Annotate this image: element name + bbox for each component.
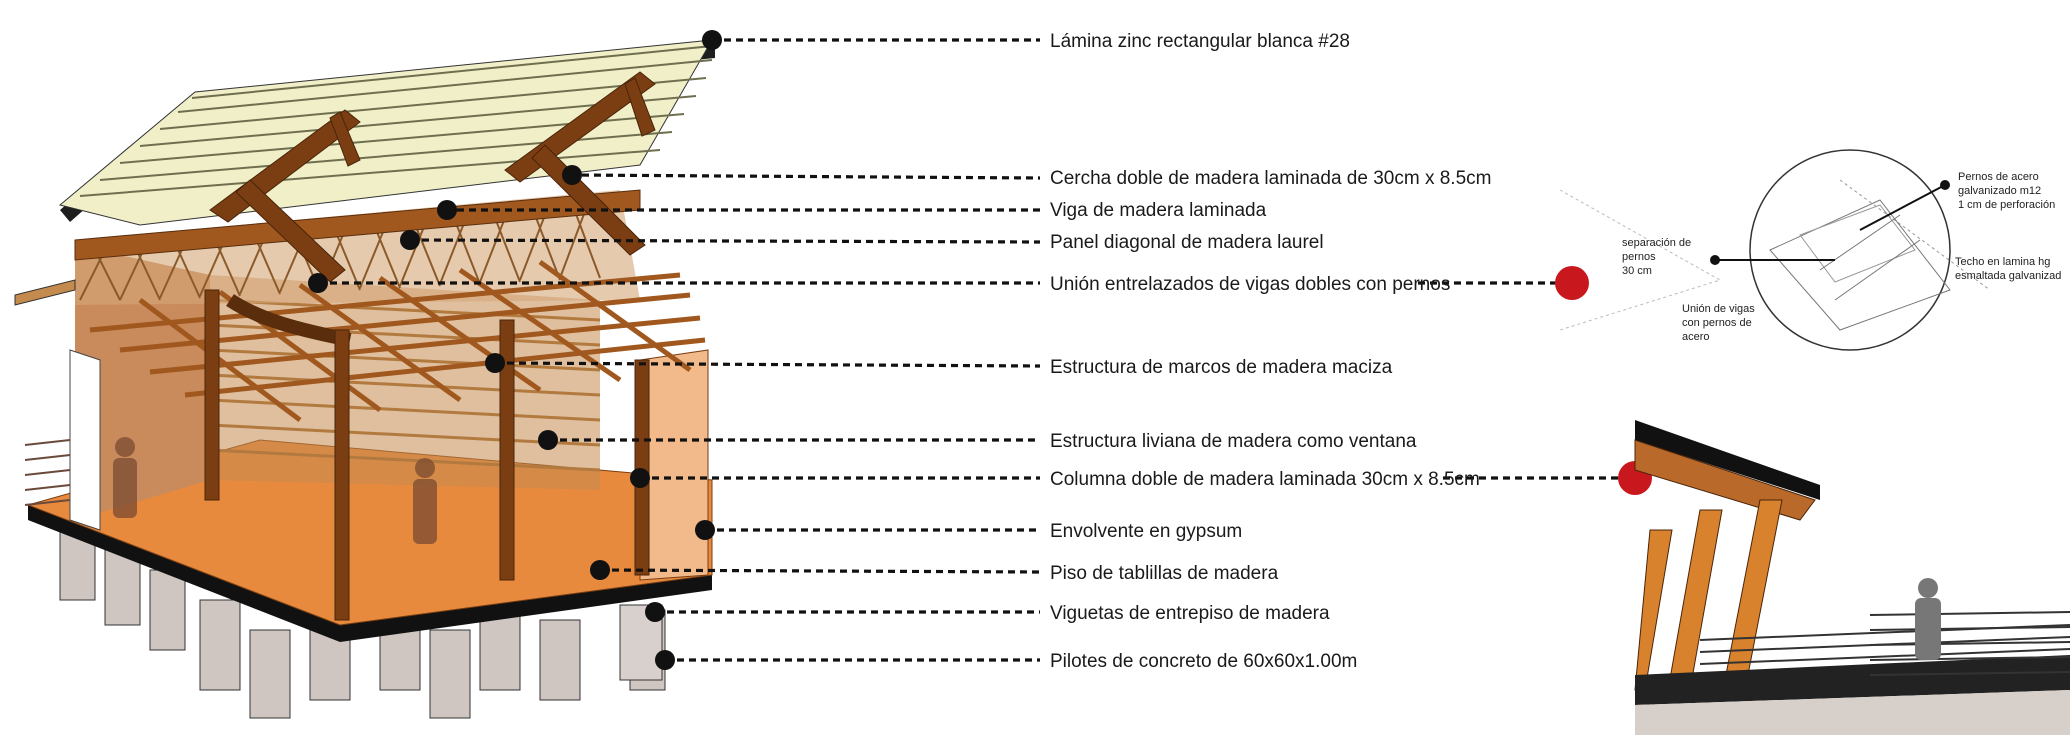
terrace-figure (1915, 578, 1941, 660)
trusses (209, 71, 656, 283)
label-marcos: Estructura de marcos de madera maciza (1050, 357, 1393, 378)
label-gypsum: Envolvente en gypsum (1050, 521, 1242, 542)
columns (204, 289, 650, 621)
separacion-note-line3: 30 cm (1622, 265, 1652, 277)
callout-marker-union (1555, 266, 1589, 300)
back-wall (75, 245, 210, 520)
detail-circle (1749, 149, 1951, 351)
joint-detail: Pernos de acero galvanizado m12 1 cm de … (1559, 149, 2061, 351)
pernos-note-line3: 1 cm de perforación (1958, 199, 2055, 211)
label-panel: Panel diagonal de madera laurel (1050, 232, 1324, 253)
human-figures (113, 437, 437, 544)
pernos-note-line1: Pernos de acero (1958, 171, 2039, 183)
building-illustration (14, 39, 715, 719)
labels: Lámina zinc rectangular blanca #28 Cerch… (1050, 31, 1491, 672)
label-zinc: Lámina zinc rectangular blanca #28 (1050, 31, 1350, 52)
terrace-detail (1634, 420, 2070, 735)
label-cercha: Cercha doble de madera laminada de 30cm … (1050, 168, 1491, 189)
techo-note-line1: Techo en lamina hg (1955, 256, 2050, 268)
concrete-piles (59, 519, 666, 719)
separacion-note-line1: separación de (1622, 237, 1691, 249)
leader-lines (318, 38, 1620, 662)
union-vigas-note-line3: acero (1682, 331, 1710, 343)
gypsum-wall (639, 349, 709, 581)
floor-slab-edge (28, 505, 712, 642)
label-viguetas: Viguetas de entrepiso de madera (1050, 603, 1330, 624)
zinc-roof (58, 39, 715, 226)
label-columna: Columna doble de madera laminada 30cm x … (1050, 469, 1480, 490)
label-viga: Viga de madera laminada (1050, 200, 1267, 221)
label-pilotes: Pilotes de concreto de 60x60x1.00m (1050, 651, 1357, 672)
railing (24, 439, 71, 506)
leader-dots (308, 30, 722, 670)
label-liviana: Estructura liviana de madera como ventan… (1050, 431, 1417, 452)
techo-note-line2: esmaltada galvanizad (1955, 270, 2061, 282)
union-vigas-note-line1: Unión de vigas (1682, 303, 1755, 315)
label-piso: Piso de tablillas de madera (1050, 563, 1279, 584)
curved-beam (226, 294, 352, 347)
label-union: Unión entrelazados de vigas dobles con p… (1050, 274, 1450, 295)
pernos-note-line2: galvanizado m12 (1958, 185, 2041, 197)
separacion-note-line2: pernos (1622, 251, 1656, 263)
union-vigas-note-line2: con pernos de (1682, 317, 1752, 329)
